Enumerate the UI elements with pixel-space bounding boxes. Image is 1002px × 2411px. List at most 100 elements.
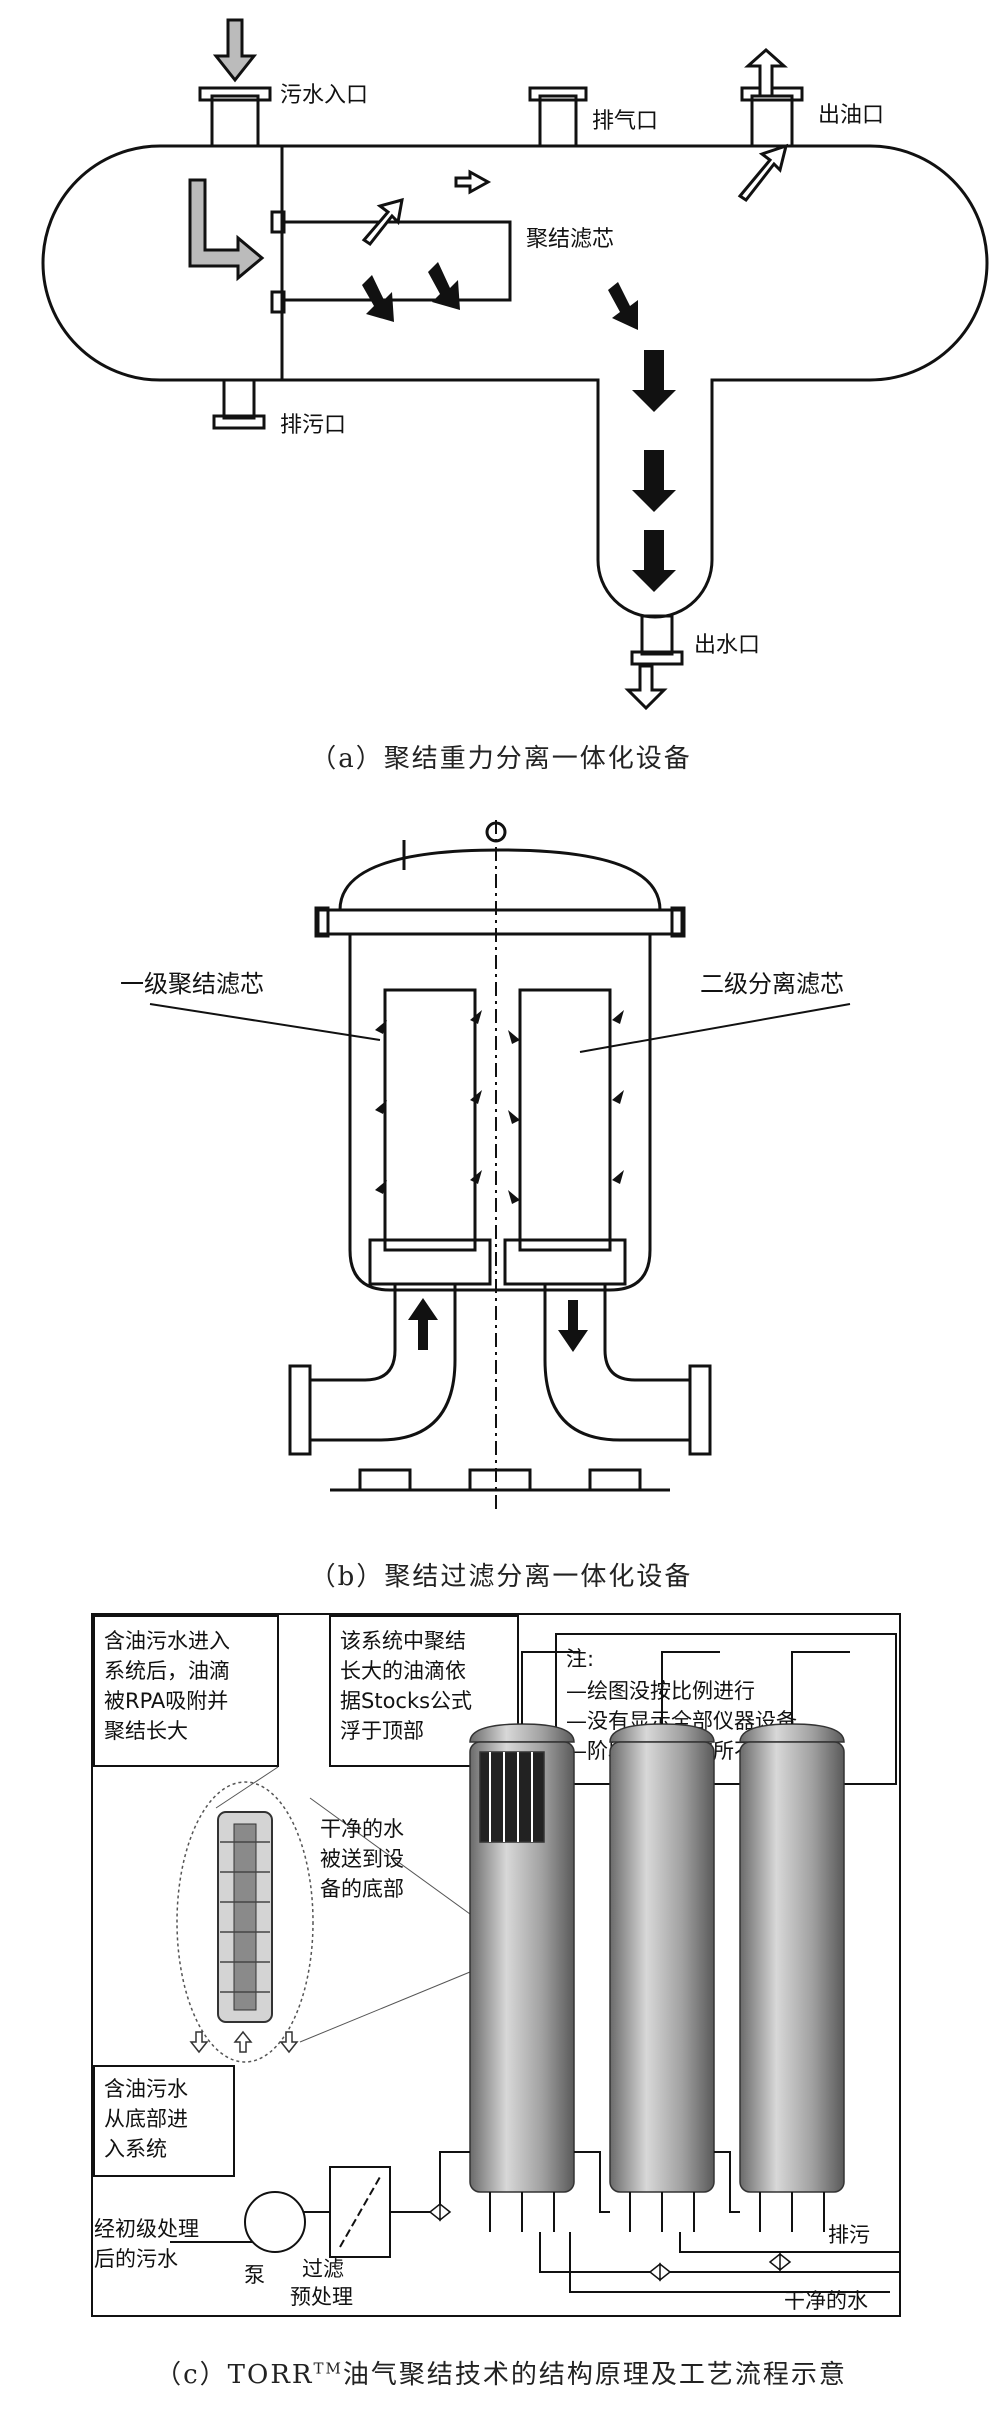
clean-note-line-1: 干净的水 (320, 1817, 404, 1841)
drain-flange (212, 414, 266, 430)
zoom-leader-3 (299, 1971, 471, 2043)
droplet-arrow-3 (608, 282, 638, 330)
filter-label-2: 预处理 (290, 2285, 353, 2309)
box1-line-3: 被RPA吸附并 (104, 1689, 228, 1713)
droplet-arrow-1 (362, 275, 394, 322)
pipe-v1-v2 (574, 2151, 610, 2213)
stage2-base (503, 1238, 627, 1286)
water-out-label: 出水口 (694, 633, 760, 658)
pump-symbol (244, 2191, 306, 2253)
vessel-2-cap (609, 1723, 715, 1743)
stage1-cartridge (383, 988, 477, 1252)
vent-label: 排气口 (592, 109, 658, 134)
box2-line-2: 长大的油滴依 (340, 1659, 466, 1683)
box2-line-4: 浮于顶部 (340, 1719, 424, 1743)
stage2-cartridge (518, 988, 612, 1252)
zoom-arrow-up (233, 2030, 253, 2053)
clean-water-label: 干净的水 (784, 2289, 868, 2313)
vent-nozzle (538, 94, 578, 148)
inlet-nozzle (210, 94, 260, 148)
figure-a-drawing: 污水入口 排气口 出油口 聚结滤芯 排污口 出水口 (41, 18, 989, 711)
box2-line-3: 据Stocks公式 (340, 1689, 472, 1713)
clean-water-out (569, 2232, 890, 2293)
inlet-note-line-3: 入系统 (104, 2137, 167, 2161)
foot-center (468, 1468, 532, 1490)
inlet-note-box (93, 2065, 235, 2177)
vent-flange (528, 86, 588, 102)
dome-top (338, 848, 662, 911)
vessel-outline (41, 144, 989, 619)
foot-right (588, 1468, 642, 1490)
caption-c: （c）TORRTM油气聚结技术的结构原理及工艺流程示意 (0, 2354, 1002, 2391)
box1-line-4: 聚结长大 (104, 1719, 188, 1743)
box1-line-1: 含油污水进入 (104, 1629, 230, 1653)
caption-c-suffix: 油气聚结技术的结构原理及工艺流程示意 (342, 2360, 847, 2390)
zoom-cartridge-core (233, 1823, 257, 2011)
inlet-note-line-1: 含油污水 (104, 2077, 188, 2101)
zoom-arrow-left (189, 2031, 209, 2054)
coalescer-clip-top (270, 210, 286, 234)
coalescer-label: 聚结滤芯 (526, 227, 614, 252)
stage1-base (368, 1238, 492, 1286)
note-line-2: —绘图没按比例进行 (566, 1679, 755, 1703)
figure-a: 污水入口 排气口 出油口 聚结滤芯 排污口 出水口 (0, 0, 1002, 740)
vent-pipes (521, 1651, 850, 1724)
vessel-1-cartridge-lines (489, 1752, 533, 1842)
flange-bolt-right (670, 906, 686, 938)
vessel-shell (348, 934, 652, 1292)
up-flow-arrow (408, 1298, 438, 1350)
stage1-leader (149, 1003, 381, 1041)
drain-nozzle (222, 378, 256, 420)
coalescer-clip-bottom (270, 290, 286, 314)
outlet-elbow-outer (543, 1284, 690, 1442)
box2-line-1: 该系统中聚结 (340, 1629, 466, 1653)
coalescer-up-arrow (361, 197, 404, 247)
inlet-label: 污水入口 (280, 83, 368, 108)
oil-nozzle (750, 94, 794, 148)
clean-water-header (539, 2232, 900, 2273)
vessel-1-cap (469, 1723, 575, 1743)
inlet-elbow-inner (310, 1284, 397, 1382)
zoom-ellipse (176, 1781, 314, 2063)
inlet-flange (288, 1364, 312, 1456)
outlet-elbow-inner (603, 1284, 690, 1382)
oil-out-label: 出油口 (818, 103, 884, 128)
water-out-arrow (624, 664, 668, 711)
zoom-cartridge-rings (220, 1841, 270, 1993)
clean-note-line-2: 被送到设 (320, 1847, 404, 1871)
valve-2 (648, 2262, 672, 2282)
drain-header (679, 2232, 900, 2253)
drain-label: 排污口 (280, 413, 346, 438)
vessel-2-body (609, 1741, 715, 2193)
caption-c-sup: TM (313, 2359, 343, 2378)
figure-b: 一级聚结滤芯 二级分离滤芯 (0, 790, 1002, 1560)
pipe-filter-to-vessel (390, 2151, 470, 2213)
outlet-flange (688, 1364, 712, 1456)
zoom-leader-2 (309, 1797, 471, 1915)
figure-c: 含油污水进入 系统后，油滴 被RPA吸附并 聚结长大 该系统中聚结 长大的油滴依… (0, 1612, 1002, 2372)
inlet-elbow-outer (310, 1284, 457, 1442)
stage1-flow-ticks (375, 1010, 482, 1194)
flow-arrow-right (454, 169, 492, 195)
figure-c-frame (91, 1613, 901, 2317)
inlet-note-line-2: 从底部进 (104, 2107, 188, 2131)
figure-b-drawing: 一级聚结滤芯 二级分离滤芯 (120, 820, 851, 1510)
drain-label: 排污 (828, 2223, 870, 2247)
water-flange (630, 650, 684, 666)
vessel-3-body (739, 1741, 845, 2193)
pump-label: 泵 (244, 2263, 265, 2287)
top-flange (316, 908, 684, 936)
stage2-label: 二级分离滤芯 (700, 970, 844, 998)
pretreated-line-2: 后的污水 (94, 2247, 178, 2271)
callout-box-1 (93, 1615, 279, 1767)
caption-a: （a）聚结重力分离一体化设备 (310, 744, 692, 774)
box1-line-2: 系统后，油滴 (104, 1659, 230, 1683)
vessel-legs (489, 2192, 825, 2232)
oil-out-arrow (744, 47, 788, 98)
flange-bolt-left (314, 906, 330, 938)
note-line-1: 注: (566, 1647, 594, 1671)
filter-label-1: 过滤 (302, 2257, 344, 2281)
coalescer-element (280, 220, 512, 302)
stage2-leader (579, 1003, 851, 1053)
inlet-flange (198, 86, 272, 102)
